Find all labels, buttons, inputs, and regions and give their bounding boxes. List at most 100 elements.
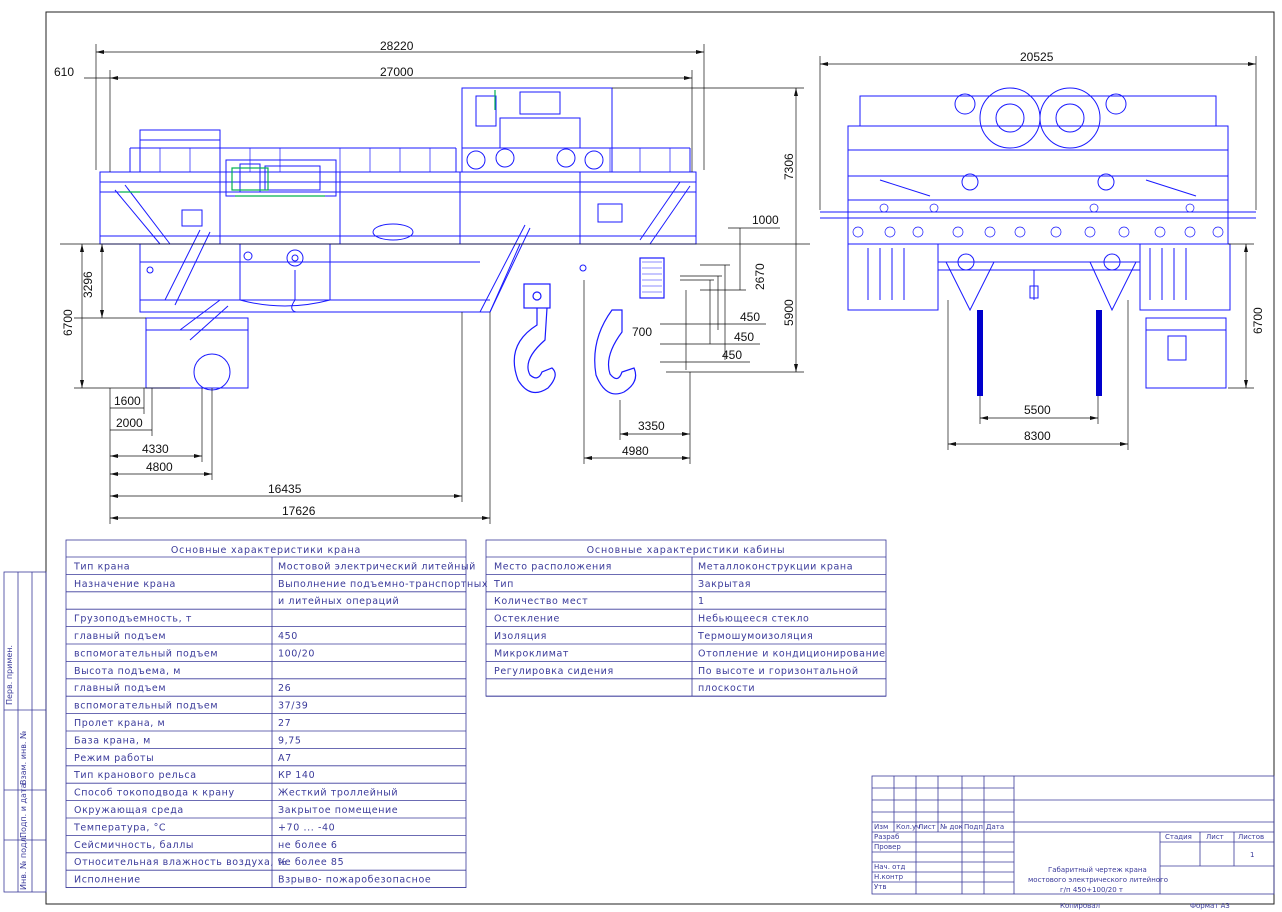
table-cell-label: Пролет крана, м bbox=[74, 718, 165, 729]
stamp-role: Провер bbox=[874, 843, 901, 851]
table-cell-label: Остекление bbox=[494, 614, 560, 625]
dim-2670: 2670 bbox=[753, 263, 767, 290]
table-cell-value: Закрытое помещение bbox=[278, 805, 398, 816]
stamp-header-cell: Дата bbox=[986, 823, 1004, 831]
dim-2000: 2000 bbox=[116, 416, 143, 430]
table-cell-value: плоскости bbox=[698, 683, 755, 694]
stamp-role: Н.контр bbox=[874, 873, 904, 881]
title-block bbox=[871, 775, 1275, 895]
table-cell-label: Сейсмичность, баллы bbox=[74, 840, 194, 851]
front-dimension-arrows bbox=[80, 50, 798, 520]
table-cell-value: Отопление и кондиционирование bbox=[698, 648, 886, 659]
sheet-frame bbox=[45, 11, 1275, 905]
table-cell-label: Относительная влажность воздуха, % bbox=[74, 857, 287, 868]
stamp-header-cell: Лист bbox=[918, 823, 936, 831]
table-cell-label: Микроклимат bbox=[494, 648, 569, 659]
table-cell-value: Мостовой электрический литейный bbox=[278, 561, 476, 572]
dim-3350: 3350 bbox=[638, 419, 665, 433]
table-cell-label: Тип кранового рельса bbox=[73, 770, 197, 781]
table-cell-label: Грузоподъемность, т bbox=[74, 614, 192, 625]
dim-side-width: 20525 bbox=[1020, 50, 1054, 64]
table-title: Основные характеристики крана bbox=[171, 545, 361, 556]
table-cell-label: Температура, °С bbox=[73, 822, 166, 833]
rope-left bbox=[977, 310, 983, 396]
stamp-role: Утв bbox=[874, 883, 886, 891]
dim-4980: 4980 bbox=[622, 444, 649, 458]
dim-span: 27000 bbox=[380, 65, 414, 79]
table-cell-value: Взрыво- пожаробезопасное bbox=[278, 875, 431, 886]
side-dimension-arrows bbox=[820, 62, 1256, 446]
dim-450-c: 450 bbox=[722, 348, 742, 362]
table-cell-label: вспомогательный подъем bbox=[74, 701, 218, 712]
dim-6700-left: 6700 bbox=[61, 309, 75, 336]
table-cell-value: и литейных операций bbox=[278, 596, 399, 607]
front-view bbox=[99, 87, 697, 395]
stamp-sheets-value: 1 bbox=[1250, 851, 1254, 859]
stamp-header-cell: Подп bbox=[964, 823, 983, 831]
table-cell-value: Металлоконструкции крана bbox=[698, 561, 853, 572]
dim-1600: 1600 bbox=[114, 394, 141, 408]
table-cell-value: КР 140 bbox=[278, 770, 315, 781]
dim-16435: 16435 bbox=[268, 482, 302, 496]
dim-left-offset: 610 bbox=[54, 65, 74, 79]
dim-side-6700: 6700 bbox=[1251, 307, 1265, 334]
table-cell-value: Закрытая bbox=[698, 579, 751, 590]
stamp-role: Разраб bbox=[874, 833, 899, 841]
label-sign-date: Подп. и дата bbox=[19, 783, 28, 838]
dim-5900: 5900 bbox=[782, 299, 796, 326]
title-line-3: г/п 450+100/20 т bbox=[1060, 886, 1123, 894]
table-cell-value: +70 ... -40 bbox=[278, 822, 335, 833]
label-replacement-inv: Взам. инв. № bbox=[19, 730, 28, 785]
table-cell-value: 37/39 bbox=[278, 701, 308, 712]
dim-17626: 17626 bbox=[282, 504, 316, 518]
table-cell-label: Тип крана bbox=[73, 561, 130, 572]
table-cell-label: Количество мест bbox=[494, 596, 588, 607]
dim-1000: 1000 bbox=[752, 213, 779, 227]
table-cell-label: Изоляция bbox=[494, 631, 547, 642]
table-cell-label: Место расположения bbox=[494, 561, 612, 572]
front-dimension-lines bbox=[60, 44, 810, 524]
left-margin-strip bbox=[3, 571, 47, 893]
stamp-sheets: Листов bbox=[1238, 833, 1264, 841]
dim-700: 700 bbox=[632, 325, 652, 339]
side-dimension-lines bbox=[819, 56, 1257, 450]
table-cell-label: Окружающая среда bbox=[74, 805, 184, 816]
table-cell-value: Термошумоизоляция bbox=[697, 631, 813, 642]
stamp-stage: Стадия bbox=[1165, 833, 1192, 841]
table-cell-label: Исполнение bbox=[74, 875, 141, 886]
table-cell-value: 1 bbox=[698, 596, 705, 607]
table-cell-value: не более 85 bbox=[278, 857, 344, 868]
table-cell-value: Жесткий троллейный bbox=[278, 788, 398, 799]
label-inv-sub: Инв. № подл. bbox=[19, 835, 28, 890]
stamp-copied: Копировал bbox=[1060, 902, 1100, 910]
dim-4330: 4330 bbox=[142, 442, 169, 456]
table-cell-value: Небьющееся стекло bbox=[698, 614, 809, 625]
table-title: Основные характеристики кабины bbox=[587, 545, 786, 556]
dim-450-a: 450 bbox=[740, 310, 760, 324]
table-cell-value: 100/20 bbox=[278, 648, 315, 659]
title-line-2: мостового электрического литейного bbox=[1028, 876, 1168, 884]
table-cell-value: не более 6 bbox=[278, 840, 338, 851]
table-cell-label: Высота подъема, м bbox=[74, 666, 181, 677]
label-ref-use: Перв. примен. bbox=[5, 645, 14, 705]
dim-450-b: 450 bbox=[734, 330, 754, 344]
table-cell-label: Назначение крана bbox=[74, 579, 176, 590]
side-view bbox=[820, 87, 1256, 396]
table-cell-value: 27 bbox=[278, 718, 291, 729]
table-cell-label: главный подъем bbox=[74, 631, 166, 642]
stamp-role: Нач. отд bbox=[874, 863, 905, 871]
dim-4800: 4800 bbox=[146, 460, 173, 474]
table-cell-label: База крана, м bbox=[74, 735, 151, 746]
dim-side-8300: 8300 bbox=[1024, 429, 1051, 443]
table-cell-label: Режим работы bbox=[74, 753, 154, 764]
stamp-header-cell: Кол.уч bbox=[896, 823, 920, 831]
table-cell-label: Способ токоподвода к крану bbox=[74, 788, 235, 799]
dim-height-upper: 7306 bbox=[782, 153, 796, 180]
table-cell-label: главный подъем bbox=[74, 683, 166, 694]
table-cell-value: Выполнение подъемно-транспортных bbox=[278, 579, 488, 590]
table-cell-label: Регулировка сидения bbox=[494, 666, 614, 677]
